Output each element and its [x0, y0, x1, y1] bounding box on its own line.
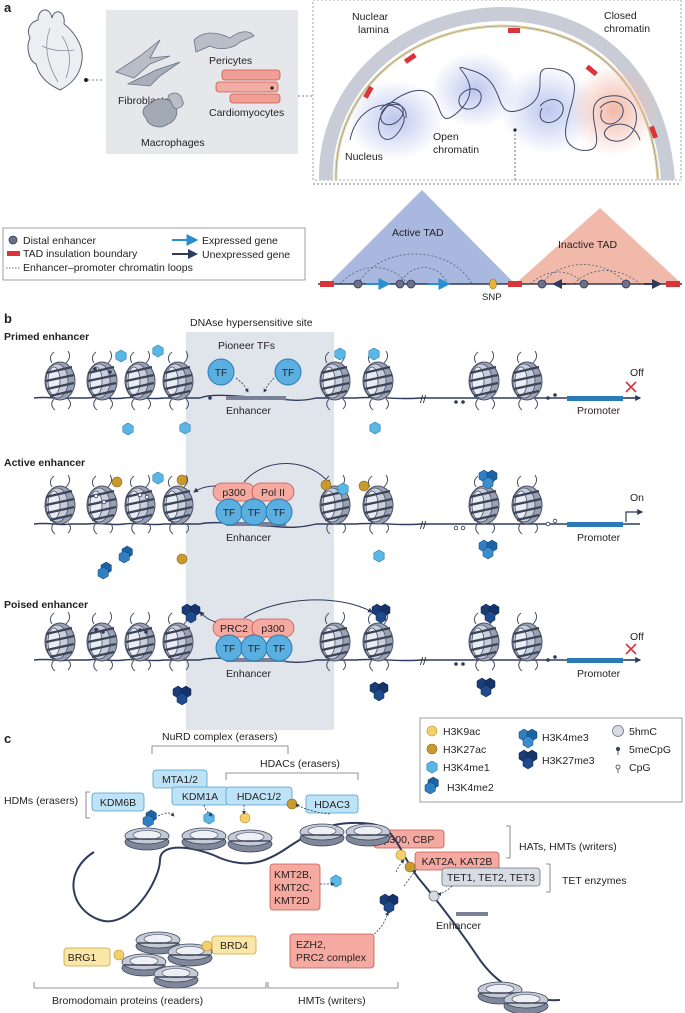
cardiomyocyte-cells — [215, 69, 281, 104]
protein-boxes: MTA1/2 KDM1A HDAC1/2 KDM6B HDAC3 p300, C… — [63, 769, 541, 969]
protein-mta: MTA1/2 — [162, 774, 198, 786]
row-active-tf-3: TF — [273, 508, 285, 519]
macrophage-cells — [142, 92, 184, 128]
row-active-pol2: Pol II — [261, 487, 285, 499]
row-primed-promoter: Promoter — [577, 405, 621, 417]
label-dhs: DNAse hypersensitive site — [190, 317, 313, 329]
legend-5mecpg: 5meCpG — [629, 744, 671, 756]
row-primed-pioneer: Pioneer TFs — [218, 340, 275, 352]
panel-a-label: a — [4, 0, 12, 15]
row-active-state: On — [630, 492, 644, 504]
panel-b-label: b — [4, 311, 12, 326]
legend-tad-boundary: TAD insulation boundary — [23, 248, 138, 260]
label-nuclear-lamina-1: Nuclear — [352, 11, 389, 23]
pericyte-cells — [193, 31, 255, 53]
row-active-enhancer: Enhancer — [226, 532, 271, 544]
row-poised-prc2: PRC2 — [220, 623, 248, 635]
tad-boundary-icon — [7, 251, 20, 256]
legend-loops: Enhancer–promoter chromatin loops — [23, 262, 193, 274]
label-cardiomyocytes: Cardiomyocytes — [209, 107, 284, 119]
legend-h3k4me3: H3K4me3 — [542, 732, 589, 744]
row-primed-title: Primed enhancer — [4, 331, 89, 343]
row-poised-tf-2: TF — [248, 644, 260, 655]
row-primed-enhancer: Enhancer — [226, 405, 271, 417]
legend-h3k9ac: H3K9ac — [443, 726, 480, 738]
svg-text://: // — [420, 656, 427, 668]
row-active-tf-2: TF — [248, 508, 260, 519]
label-hdacs: HDACs (erasers) — [260, 758, 340, 770]
row-active-tf-1: TF — [223, 508, 235, 519]
row-poised-state: Off — [630, 631, 644, 643]
row-poised-tf-3: TF — [273, 644, 285, 655]
label-inactive-tad: Inactive TAD — [558, 239, 618, 251]
label-hats: HATs, HMTs (writers) — [519, 841, 617, 853]
label-hdms: HDMs (erasers) — [4, 795, 78, 807]
label-active-tad: Active TAD — [392, 227, 444, 239]
label-macrophages: Macrophages — [141, 137, 205, 149]
legend-5hmc: 5hmC — [629, 726, 657, 738]
label-nuclear-lamina-2: lamina — [358, 24, 389, 36]
legend-h3k27me3: H3K27me3 — [542, 755, 595, 767]
row-poised-promoter: Promoter — [577, 668, 621, 680]
protein-tet: TET1, TET2, TET3 — [447, 872, 535, 884]
protein-kdm1a: KDM1A — [182, 791, 218, 803]
off-x-icon — [625, 381, 637, 393]
row-poised-tf-1: TF — [223, 644, 235, 655]
label-tet: TET enzymes — [562, 875, 627, 887]
protein-kmt-3: KMT2D — [274, 895, 310, 907]
panel-c-label: c — [4, 731, 11, 746]
label-hmts: HMTs (writers) — [298, 995, 366, 1007]
snp-marker — [489, 278, 497, 290]
row-active-p300: p300 — [222, 487, 246, 499]
label-closed-chromatin-2: chromatin — [604, 23, 650, 35]
active-tad-triangle — [328, 190, 515, 284]
legend-h3k4me2: H3K4me2 — [447, 782, 494, 794]
label-c-enhancer: Enhancer — [436, 920, 481, 932]
legend-expressed: Expressed gene — [202, 235, 278, 247]
label-pericytes: Pericytes — [209, 55, 252, 67]
on-arrow-icon — [625, 509, 644, 522]
protein-kdm6b: KDM6B — [100, 797, 136, 809]
protein-kmt-2: KMT2C, — [274, 882, 313, 894]
svg-text://: // — [420, 394, 427, 406]
marks-legend-box — [419, 717, 683, 803]
label-nurd: NuRD complex (erasers) — [162, 731, 278, 743]
protein-kmt-1: KMT2B, — [274, 869, 312, 881]
nucleus-illustration — [318, 6, 675, 181]
row-poised-title: Poised enhancer — [4, 599, 88, 611]
tad-legend-box — [2, 227, 306, 281]
label-open-chromatin-1: Open — [433, 131, 459, 143]
row-primed-state: Off — [630, 367, 644, 379]
legend-h3k4me1: H3K4me1 — [443, 762, 490, 774]
heart-illustration — [27, 9, 88, 91]
fibroblast-cells — [115, 39, 181, 87]
protein-kat: KAT2A, KAT2B — [422, 856, 493, 868]
row-primed-tf-2: TF — [282, 368, 294, 379]
protein-ezh-2: PRC2 complex — [296, 952, 367, 964]
tad-loops — [339, 253, 641, 285]
protein-hdac3: HDAC3 — [314, 799, 350, 811]
nucleus-zoom-box — [312, 0, 682, 181]
row-active-title: Active enhancer — [4, 457, 85, 469]
legend-h3k27ac: H3K27ac — [443, 744, 486, 756]
label-snp: SNP — [482, 292, 502, 303]
svg-text://: // — [420, 520, 427, 532]
protein-ezh-1: EZH2, — [296, 939, 326, 951]
protein-brg1: BRG1 — [68, 952, 97, 964]
legend-unexpressed: Unexpressed gene — [202, 249, 290, 261]
row-active-promoter: Promoter — [577, 532, 621, 544]
label-closed-chromatin-1: Closed — [604, 10, 637, 22]
label-nucleus: Nucleus — [345, 151, 383, 163]
protein-hdac12: HDAC1/2 — [237, 791, 282, 803]
label-open-chromatin-2: chromatin — [433, 144, 479, 156]
protein-brd4: BRD4 — [220, 940, 248, 952]
legend-distal-enhancer: Distal enhancer — [23, 235, 96, 247]
legend-cpg: CpG — [629, 762, 651, 774]
row-poised-p300: p300 — [261, 623, 285, 635]
inactive-tad-triangle — [515, 208, 682, 284]
label-bromo: Bromodomain proteins (readers) — [52, 995, 203, 1007]
row-primed-tf-1: TF — [215, 368, 227, 379]
distal-enhancer-icon — [8, 235, 18, 245]
row-poised-enhancer: Enhancer — [226, 668, 271, 680]
